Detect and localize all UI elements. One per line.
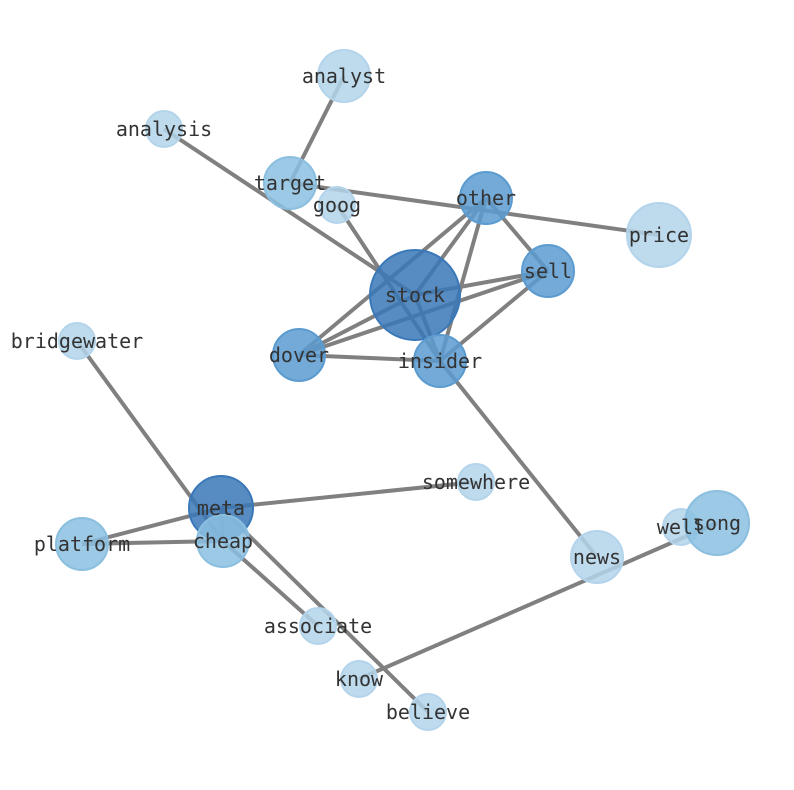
edge-analysis-stock (162, 127, 417, 297)
node-bridgewater[interactable] (58, 322, 96, 360)
node-analysis[interactable] (145, 110, 183, 148)
node-analyst[interactable] (317, 49, 371, 103)
node-label-other: other (456, 186, 516, 210)
node-target[interactable] (263, 156, 317, 210)
node-somewhere[interactable] (457, 463, 495, 501)
node-song[interactable] (684, 490, 750, 556)
node-label-insider: insider (398, 349, 482, 373)
node-sell[interactable] (521, 244, 575, 298)
edge-know-song (358, 521, 718, 681)
edge-insider-news (438, 359, 599, 559)
node-news[interactable] (570, 530, 624, 584)
node-price[interactable] (626, 202, 692, 268)
node-insider[interactable] (413, 334, 467, 388)
node-cheap[interactable] (196, 514, 250, 568)
edge-other-insider (438, 197, 488, 362)
node-platform[interactable] (55, 517, 109, 571)
node-other[interactable] (459, 171, 513, 225)
edges-layer (75, 75, 718, 714)
node-label-well: well (657, 515, 705, 539)
node-label-analyst: analyst (302, 64, 386, 88)
node-label-associate: associate (264, 614, 372, 638)
node-associate[interactable] (299, 607, 337, 645)
node-label-meta: meta (197, 496, 245, 520)
node-label-somewhere: somewhere (422, 470, 530, 494)
node-label-price: price (629, 223, 689, 247)
node-label-target: target (254, 171, 326, 195)
node-label-news: news (573, 545, 621, 569)
node-label-believe: believe (386, 700, 470, 724)
node-label-stock: stock (385, 283, 445, 307)
node-stock[interactable] (369, 249, 461, 341)
node-label-dover: dover (269, 343, 329, 367)
edge-meta-somewhere (220, 480, 477, 510)
node-believe[interactable] (409, 693, 447, 731)
node-label-sell: sell (524, 259, 572, 283)
node-goog[interactable] (318, 186, 356, 224)
node-label-song: song (693, 511, 741, 535)
node-know[interactable] (340, 660, 378, 698)
node-label-analysis: analysis (116, 117, 212, 141)
node-label-platform: platform (34, 532, 130, 556)
node-label-goog: goog (313, 193, 361, 217)
node-label-cheap: cheap (193, 529, 253, 553)
node-dover[interactable] (272, 328, 326, 382)
node-label-know: know (335, 667, 384, 691)
node-label-bridgewater: bridgewater (11, 329, 143, 353)
